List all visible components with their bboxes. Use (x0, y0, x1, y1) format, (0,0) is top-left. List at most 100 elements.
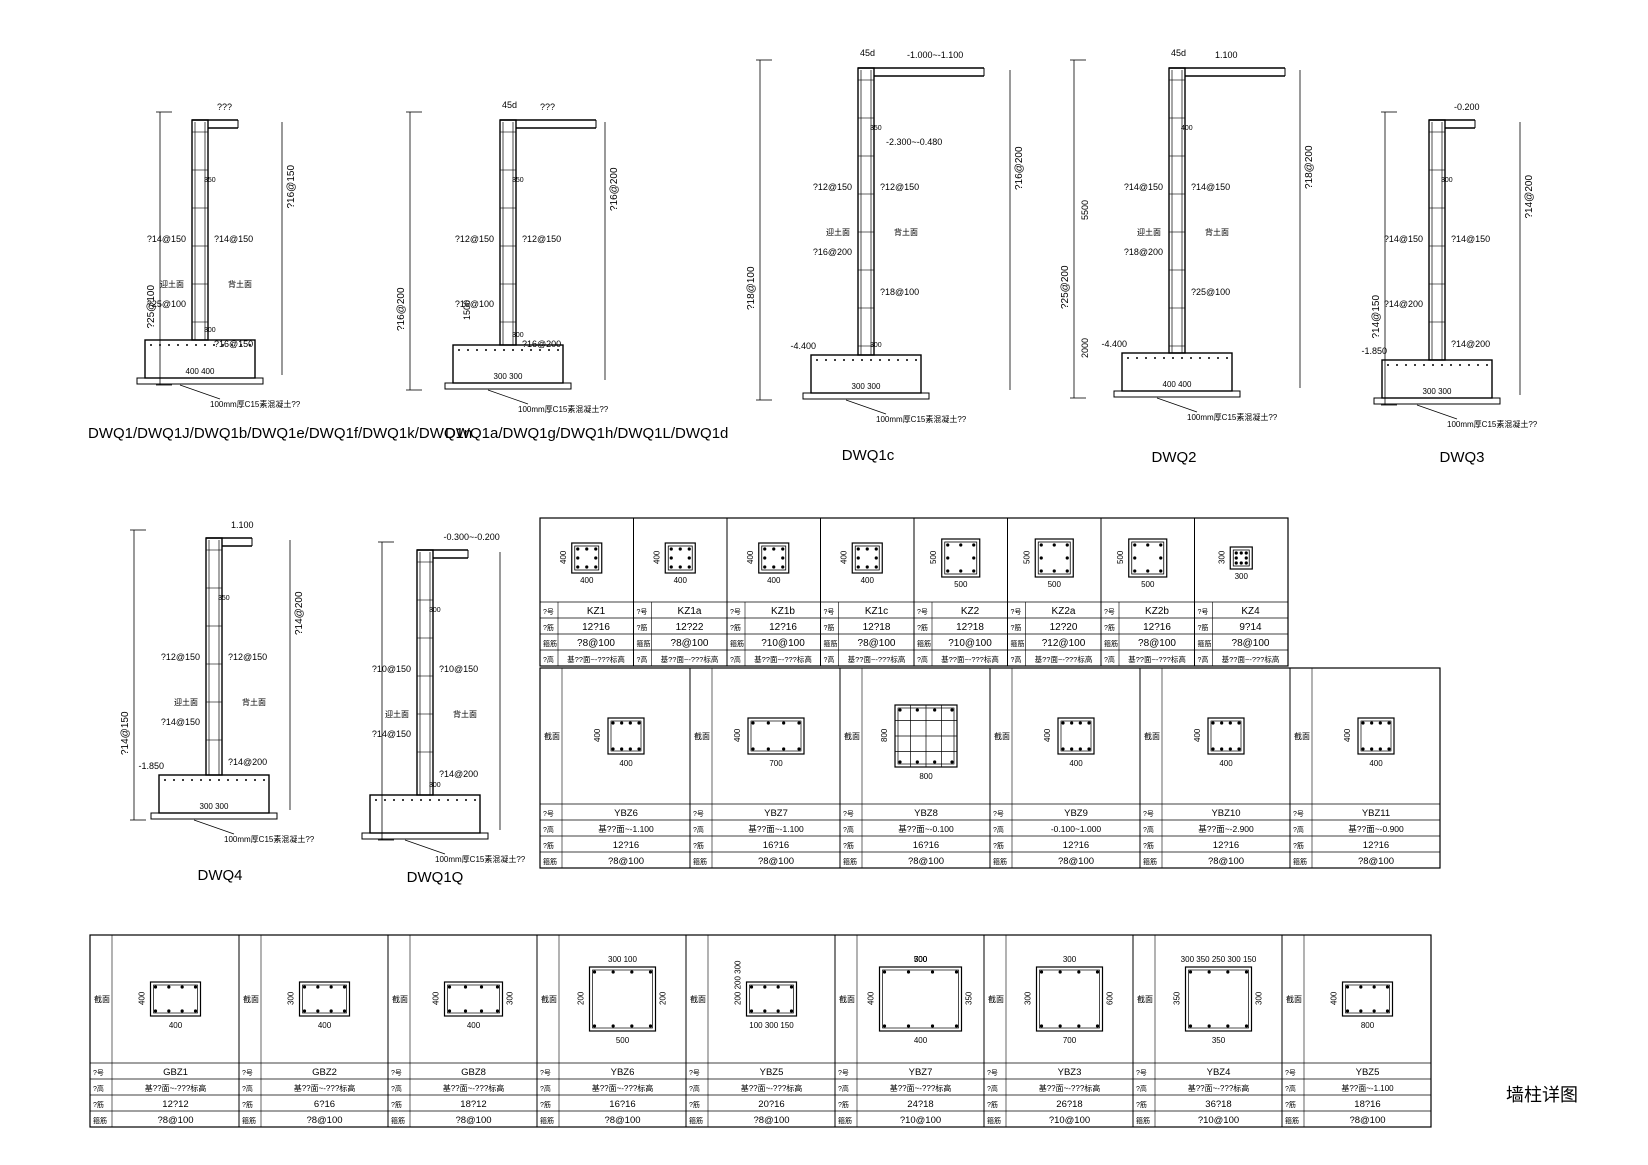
gbz-section-stirrup (302, 984, 347, 1014)
section-width: 400 (1219, 759, 1233, 768)
gbz-section-stirrup (882, 969, 959, 1029)
lean-concrete (1373, 397, 1501, 405)
kz-cell: ?12@100 (1042, 638, 1086, 649)
ybz-cell: 基??面~-0.900 (1348, 824, 1404, 834)
ybz-cell: 16?16 (913, 840, 939, 851)
section-height: 400 (1193, 728, 1202, 742)
wall-sections: ?25@100?16@150???350?14@150?14@150?25@10… (88, 48, 1538, 886)
rebar-dot (861, 359, 863, 361)
kz-cell: 基??面~-???标高 (1222, 654, 1280, 664)
rebar-label: ?18@200 (1124, 247, 1163, 257)
rebar-dot (1372, 985, 1376, 989)
row-label: 箍筋 (987, 1116, 1001, 1125)
gbz-cell: 20?16 (758, 1099, 784, 1110)
dim-left-label: ?18@100 (746, 266, 757, 310)
rebar-label: ?14@150 (1384, 234, 1423, 244)
rebar-dot (1146, 543, 1150, 547)
gbz-cell: ?8@100 (157, 1115, 193, 1126)
section-dim: 200 200 300 (734, 960, 743, 1005)
rebar-dot (611, 721, 615, 725)
row-label: ?号 (993, 810, 1004, 818)
rebar-label: ?18@100 (880, 287, 919, 297)
section-dim: 350 (1212, 1036, 1226, 1045)
section-dim: 400 (138, 991, 147, 1005)
rebar-label: ?12@150 (880, 182, 919, 192)
gbz-cell: 18?16 (1354, 1099, 1380, 1110)
wall-caption: DWQ4 (198, 867, 243, 884)
rebar-dot (302, 1009, 307, 1013)
row-label: ?高 (1285, 1084, 1296, 1093)
section-label: 截面 (1144, 731, 1160, 741)
rebar-dot (1378, 721, 1382, 725)
soil-side-label: 迎土面 (826, 227, 850, 237)
kz-cell: 基??面~-???标高 (1128, 654, 1186, 664)
gbz-cell: 基??面~-???标高 (1188, 1083, 1250, 1093)
rebar-dot (467, 349, 469, 351)
rebar-dot (1061, 747, 1065, 751)
footing-note: 100mm厚C15素混凝土?? (1187, 412, 1278, 422)
rebar-dot (447, 799, 449, 801)
section-dim: 300 (287, 991, 296, 1005)
row-label: ?高 (917, 655, 928, 664)
kz-cell: 基??面~-???标高 (941, 654, 999, 664)
rebar-dot (611, 747, 615, 751)
rebar-dot (429, 799, 431, 801)
gbz-section-outline (298, 981, 351, 1017)
rebar-dot (1145, 357, 1147, 359)
rebar-dot (1061, 721, 1065, 725)
rebar-dot (1207, 970, 1211, 974)
section-dim: 500 (616, 1036, 630, 1045)
wall-section-2: ?16@200?16@200???45d350?12@150?12@150?16… (396, 100, 728, 442)
rebar-dot (576, 556, 580, 560)
gbz-cell: YBZ5 (1356, 1067, 1380, 1078)
gbz-section-outline (1035, 966, 1104, 1032)
section-dim: 700 (914, 955, 928, 964)
section-label: 截面 (1137, 994, 1153, 1004)
section-width: 400 (674, 576, 688, 585)
rebar-dot (1190, 357, 1192, 359)
ybz-cell: 基??面~-1.100 (598, 824, 654, 834)
gbz-cell: 6?16 (314, 1099, 335, 1110)
footing-note: 100mm厚C15素混凝土?? (435, 854, 526, 864)
top-dim: 45d (1171, 48, 1186, 58)
wall-caption: DWQ1/DWQ1J/DWQ1b/DWQ1e/DWQ1f/DWQ1k/DWQ1n (88, 425, 472, 442)
rebar-dot (906, 970, 911, 974)
row-label: ?筋 (917, 623, 928, 632)
gbz-section-outline (443, 981, 504, 1017)
rebar-dot (1207, 1024, 1211, 1028)
rebar-dot (1244, 1024, 1249, 1028)
soil-side-label: 迎土面 (160, 279, 184, 289)
row-label: ?高 (824, 655, 835, 664)
rebar-dot (678, 565, 682, 569)
base-level: -4.400 (790, 341, 816, 351)
section-height: 400 (1043, 728, 1052, 742)
section-width: 800 (919, 772, 933, 781)
section-height: 500 (1022, 550, 1031, 564)
row-label: ?高 (1136, 1084, 1147, 1093)
row-label: ?筋 (1011, 623, 1022, 632)
rebar-dot (751, 747, 755, 751)
row-label: 箍筋 (917, 639, 931, 648)
rebar-dot (1087, 721, 1091, 725)
gbz-cell: 18?12 (460, 1099, 486, 1110)
top-level: -1.000~-1.100 (907, 50, 963, 60)
kz-cell: 基??面~-???标高 (848, 654, 906, 664)
bottom-dim: 300 (870, 342, 882, 349)
lean-concrete (1113, 390, 1241, 398)
rebar-dot (648, 970, 653, 974)
ybz-cell: 12?16 (1213, 840, 1239, 851)
rebar-dot (465, 799, 467, 801)
rebar-dot (1078, 747, 1082, 751)
rebar-dot (1039, 556, 1043, 560)
rebar-dot (1432, 364, 1434, 366)
lean-concrete (361, 832, 489, 840)
section-height: 400 (746, 550, 755, 564)
section-label: 截面 (392, 994, 408, 1004)
footing-note: 100mm厚C15素混凝土?? (210, 399, 301, 409)
rebar-dot (1239, 551, 1243, 555)
ybz-cell: -0.100~1.000 (1051, 824, 1102, 834)
dim-left-label: ?25@200 (1060, 265, 1071, 309)
row-label: ?高 (987, 1084, 998, 1093)
row-label: ?号 (987, 1069, 998, 1077)
kz-cell: KZ1b (771, 606, 795, 617)
